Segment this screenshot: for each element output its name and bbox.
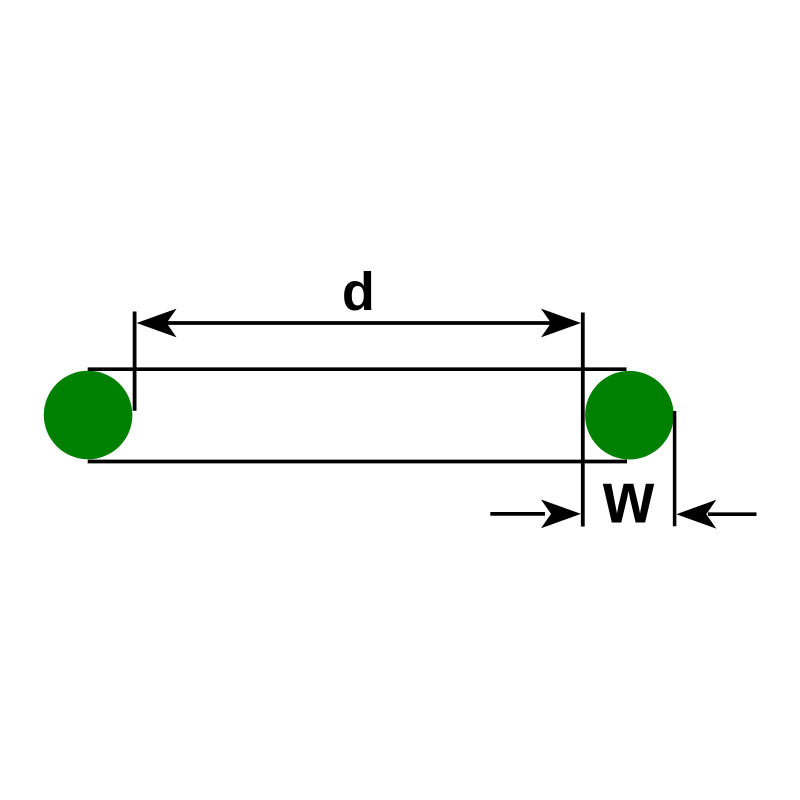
svg-text:d: d [342, 262, 375, 322]
svg-text:w: w [602, 456, 655, 538]
